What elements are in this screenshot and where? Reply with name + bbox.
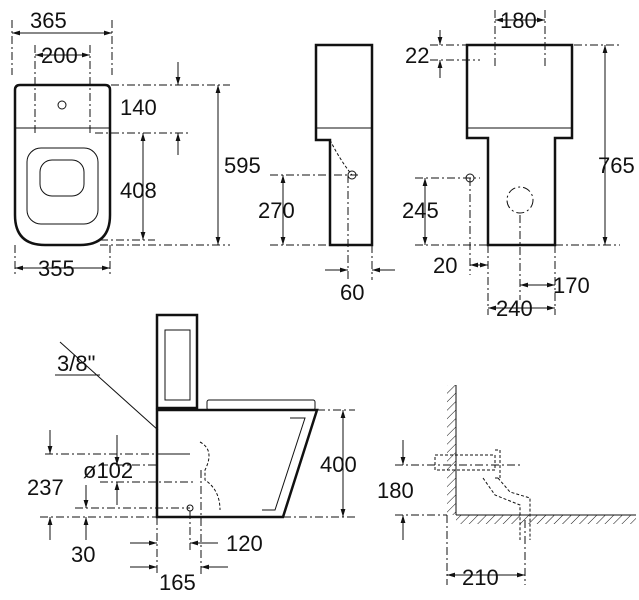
dim-bowl-height: 400 (320, 452, 357, 477)
dim-pipe-height: 180 (377, 478, 414, 503)
dim-wall-distance: 210 (462, 565, 499, 590)
dim-outlet-distance: 120 (226, 531, 263, 556)
dim-width-fixing: 200 (41, 43, 78, 68)
dim-outlet-offset: 170 (553, 273, 590, 298)
dim-outlet-diameter: ø102 (83, 458, 133, 483)
dim-supply-size: 3/8" (57, 351, 95, 376)
dim-inlet-side-offset: 20 (433, 253, 457, 278)
installation-view (395, 385, 636, 585)
section-view (40, 313, 355, 575)
dim-outlet-height: 237 (27, 475, 64, 500)
top-view (11, 20, 230, 275)
front-view (415, 10, 620, 315)
dim-fixing-distance: 165 (159, 570, 196, 595)
dim-outlet-width: 240 (496, 296, 533, 321)
dim-width-bowl: 355 (38, 256, 75, 281)
side-view (270, 43, 395, 280)
dim-fixing-offset: 140 (120, 95, 157, 120)
dim-floor-fixing-height: 30 (71, 542, 95, 567)
dim-front-inlet-height: 245 (402, 198, 439, 223)
dim-tank-fixing: 180 (500, 8, 537, 33)
dim-side-inlet-offset: 60 (340, 280, 364, 305)
dim-width-overall: 365 (30, 8, 67, 33)
dim-tank-fixing-offset: 22 (405, 43, 429, 68)
dim-length-overall: 595 (224, 153, 261, 178)
dim-height-overall: 765 (598, 153, 635, 178)
dim-length-bowl: 408 (120, 178, 157, 203)
dim-side-inlet-height: 270 (258, 198, 295, 223)
